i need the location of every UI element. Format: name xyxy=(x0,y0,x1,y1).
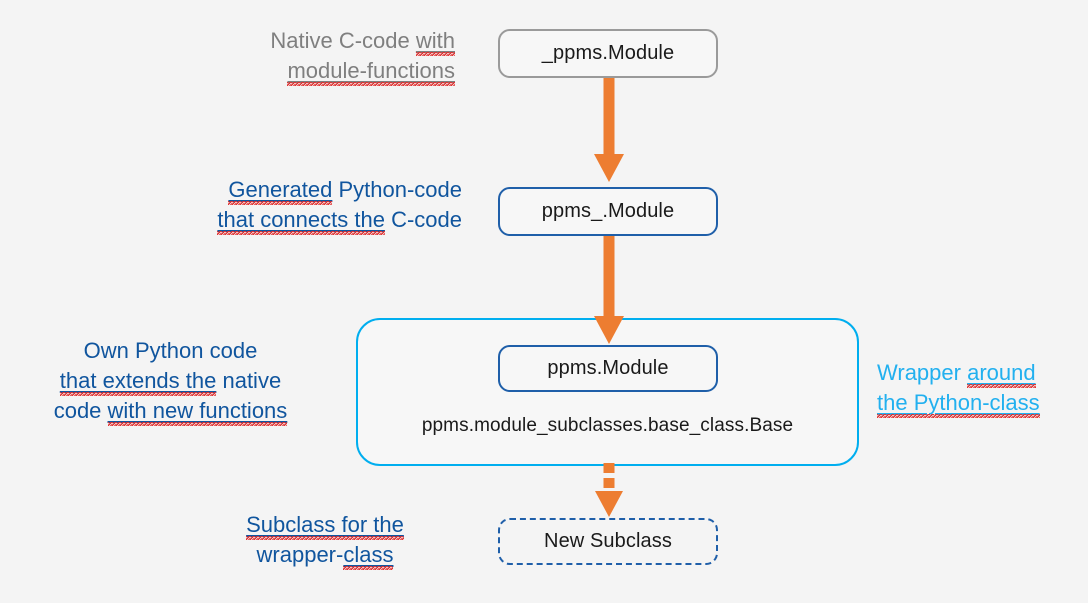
label-generated-line2: that connects the C-code xyxy=(125,205,462,235)
label-wrapper-line2-underlined: the Python-class xyxy=(877,389,1040,415)
node-wrapper-module[interactable]: ppms.Module xyxy=(498,345,718,392)
label-wrapper-line1-plain: Wrapper xyxy=(877,360,968,385)
label-own-line3-underlined: with new functions xyxy=(107,397,288,423)
label-generated-line2-plain: C-code xyxy=(384,206,462,232)
label-generated-line1: Generated Python-code xyxy=(125,175,462,205)
label-own-python-code: Own Python code that extends the native … xyxy=(18,336,323,426)
node-wrapper-module-label: ppms.Module xyxy=(547,357,669,379)
label-wrapper-line1: Wrapper around xyxy=(877,358,1088,388)
label-wrapper-line2: the Python-class xyxy=(877,388,1088,418)
label-native-line2-underlined: module-functions xyxy=(287,57,455,83)
label-native-line1: Native C-code with xyxy=(120,26,455,56)
label-generated-python-code: Generated Python-code that connects the … xyxy=(125,175,462,235)
label-wrapper-note: Wrapper around the Python-class xyxy=(877,358,1088,418)
label-native-c-code: Native C-code with module-functions xyxy=(120,26,455,86)
node-native-module[interactable]: _ppms.Module xyxy=(498,29,718,78)
node-new-subclass[interactable]: New Subclass xyxy=(498,518,718,565)
label-own-line2-underlined: that extends the xyxy=(59,367,217,393)
label-generated-line1-underlined: Generated xyxy=(228,177,333,202)
label-own-line3: code with new functions xyxy=(18,396,323,426)
node-native-module-label: _ppms.Module xyxy=(541,42,675,64)
label-native-line1-plain: Native C-code xyxy=(270,28,416,53)
label-own-line3-plain: code xyxy=(53,397,108,423)
base-class-caption: ppms.module_subclasses.base_class.Base xyxy=(356,415,859,437)
arrow-native-to-generated xyxy=(592,78,626,184)
label-subclass-line2: wrapper-class xyxy=(185,540,465,570)
label-own-line1-text: Own Python code xyxy=(83,338,258,363)
node-generated-module[interactable]: ppms_.Module xyxy=(498,187,718,236)
node-new-subclass-label: New Subclass xyxy=(544,530,672,552)
arrow-generated-to-wrapper xyxy=(592,236,626,346)
label-subclass-line1: Subclass for the xyxy=(185,510,465,540)
label-native-line2: module-functions xyxy=(120,56,455,86)
node-generated-module-label: ppms_.Module xyxy=(541,200,675,222)
label-wrapper-line1-underlined: around xyxy=(967,360,1036,385)
label-own-line2: that extends the native xyxy=(18,366,323,396)
label-own-line1: Own Python code xyxy=(18,336,323,366)
label-subclass-note: Subclass for the wrapper-class xyxy=(185,510,465,570)
label-own-line2-plain: native xyxy=(216,367,282,393)
label-subclass-line2-plain: wrapper- xyxy=(256,541,344,567)
arrow-wrapper-to-subclass xyxy=(592,463,626,521)
base-class-label: ppms.module_subclasses.base_class.Base xyxy=(421,415,794,436)
label-subclass-line1-underlined: Subclass for the xyxy=(246,512,404,537)
label-generated-line1-plain: Python-code xyxy=(332,177,462,202)
label-native-line1-underlined: with xyxy=(415,28,455,53)
label-subclass-line2-underlined: class xyxy=(343,541,394,567)
label-generated-line2-underlined: that connects the xyxy=(217,206,385,232)
